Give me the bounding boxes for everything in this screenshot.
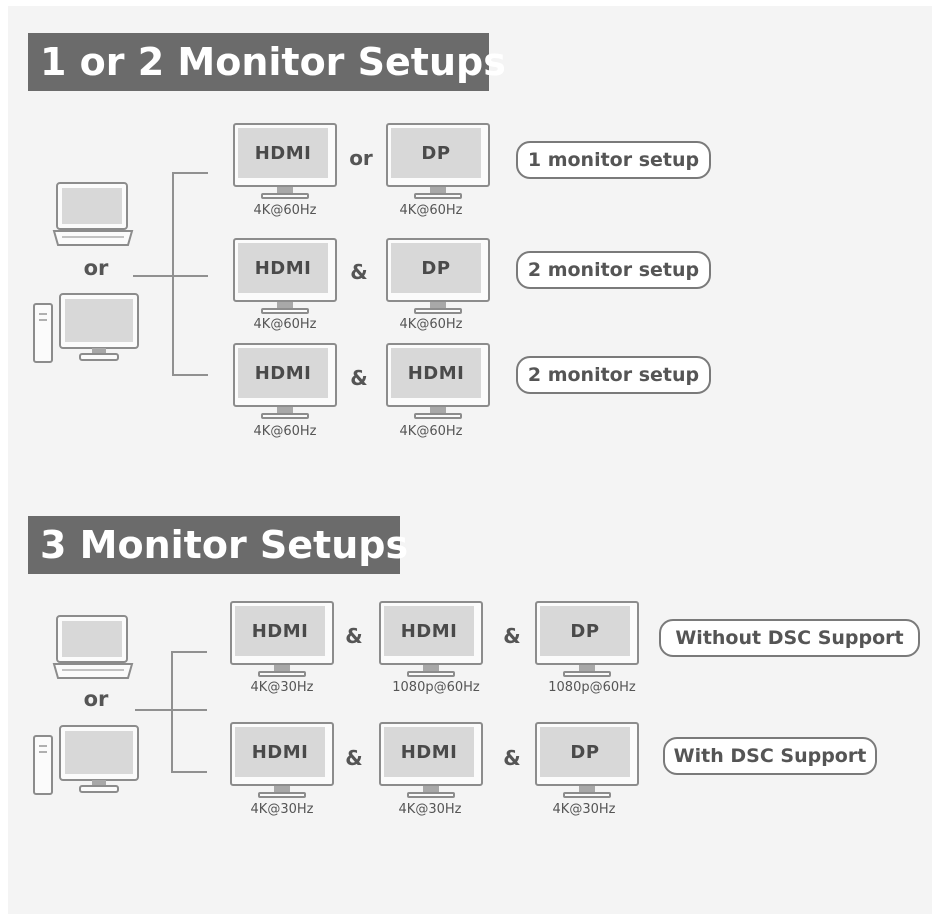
bracket-branch-row-2 [172, 275, 208, 277]
desktop-computer-icon [33, 725, 139, 795]
bracket-branch-row-1 [172, 172, 208, 174]
monitor-port-label: HDMI [254, 142, 312, 164]
setup-label-pill: 2 monitor setup [516, 356, 711, 394]
monitor-hdmi: HDMI [230, 601, 334, 679]
monitor-hdmi: HDMI [379, 722, 483, 800]
monitor-resolution: 1080p@60Hz [392, 680, 480, 695]
connector-ampersand: & [345, 624, 363, 648]
monitor-hdmi: HDMI [233, 123, 337, 201]
monitor-hdmi: HDMI [230, 722, 334, 800]
source-or-label: or [83, 687, 109, 711]
monitor-dp: DP [386, 238, 490, 316]
monitor-hdmi: HDMI [379, 601, 483, 679]
monitor-port-label: HDMI [254, 257, 312, 279]
connector-ampersand: & [350, 260, 368, 284]
connector-ampersand: & [503, 624, 521, 648]
connector-ampersand: & [503, 746, 521, 770]
laptop-icon [52, 182, 134, 246]
monitor-resolution: 4K@60Hz [399, 424, 463, 439]
monitor-port-label: HDMI [251, 741, 309, 763]
section-title-1-or-2-monitors: 1 or 2 Monitor Setups [28, 33, 506, 91]
connector-ampersand: & [350, 366, 368, 390]
bracket-vertical [171, 651, 173, 773]
monitor-port-label: HDMI [400, 741, 458, 763]
setup-label-pill: 2 monitor setup [516, 251, 711, 289]
source-or-label: or [83, 256, 109, 280]
monitor-dp: DP [386, 123, 490, 201]
setup-label-pill: With DSC Support [663, 737, 877, 775]
bracket-branch-row-3 [172, 374, 208, 376]
monitor-port-label: DP [421, 142, 451, 164]
section-title-3-monitors: 3 Monitor Setups [28, 516, 408, 574]
monitor-hdmi: HDMI [233, 238, 337, 316]
monitor-resolution: 1080p@60Hz [548, 680, 636, 695]
setup-label-pill: Without DSC Support [659, 619, 920, 657]
connector-word: or [349, 146, 373, 170]
monitor-resolution: 4K@60Hz [399, 203, 463, 218]
desktop-computer-icon [33, 293, 139, 363]
monitor-resolution: 4K@60Hz [399, 317, 463, 332]
bracket-vertical [172, 172, 174, 376]
bracket-horizontal-source [133, 275, 174, 277]
monitor-resolution: 4K@30Hz [552, 802, 616, 817]
monitor-hdmi: HDMI [233, 343, 337, 421]
monitor-resolution: 4K@60Hz [253, 424, 317, 439]
monitor-port-label: HDMI [251, 620, 309, 642]
bracket-branch-row-1 [171, 651, 207, 653]
connector-ampersand: & [345, 746, 363, 770]
monitor-port-label: DP [421, 257, 451, 279]
monitor-port-label: HDMI [407, 362, 465, 384]
monitor-resolution: 4K@30Hz [398, 802, 462, 817]
monitor-resolution: 4K@60Hz [253, 203, 317, 218]
monitor-port-label: DP [570, 741, 600, 763]
monitor-port-label: HDMI [400, 620, 458, 642]
monitor-hdmi: HDMI [386, 343, 490, 421]
monitor-dp: DP [535, 722, 639, 800]
setup-label-pill: 1 monitor setup [516, 141, 711, 179]
monitor-port-label: HDMI [254, 362, 312, 384]
monitor-port-label: DP [570, 620, 600, 642]
monitor-resolution: 4K@30Hz [250, 802, 314, 817]
monitor-resolution: 4K@30Hz [250, 680, 314, 695]
monitor-dp: DP [535, 601, 639, 679]
laptop-icon [52, 615, 134, 679]
monitor-resolution: 4K@60Hz [253, 317, 317, 332]
bracket-branch-row-2 [171, 771, 207, 773]
